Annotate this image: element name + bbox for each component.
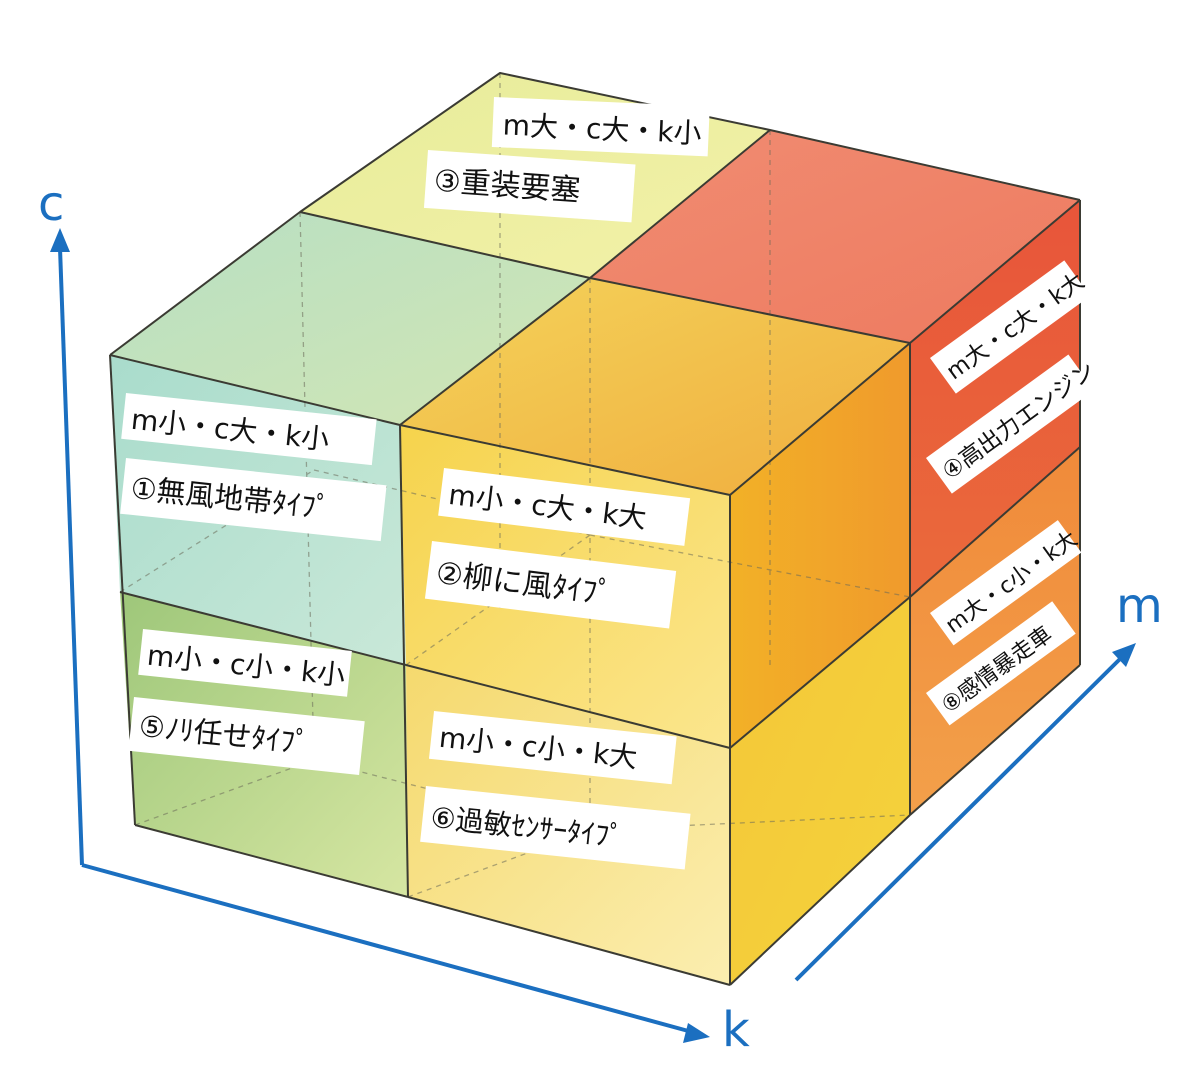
side-face-cell-2 bbox=[730, 343, 910, 748]
k-axis-label: k bbox=[722, 1002, 750, 1058]
c-axis-label: c bbox=[38, 176, 64, 232]
cube-edges bbox=[109, 72, 1081, 986]
top-face-back-right bbox=[590, 130, 1080, 343]
k-axis-line bbox=[81, 863, 693, 1034]
cell-5-label: m小・c小・k小 ⑤ﾉﾘ任せﾀｲﾌﾟ bbox=[128, 629, 365, 775]
side-face-cell-6 bbox=[730, 597, 910, 985]
top-face-front-right bbox=[400, 278, 910, 495]
c-axis-arrow-icon bbox=[50, 228, 70, 252]
m-axis-arrow-icon bbox=[1112, 643, 1136, 667]
m-axis-label: m bbox=[1116, 578, 1163, 634]
axes: c k m bbox=[38, 176, 1163, 1058]
cell-3-label: m大・c大・k小 ③重装要塞 bbox=[423, 97, 710, 223]
m-axis-line bbox=[794, 655, 1124, 982]
c-axis-line bbox=[58, 247, 84, 866]
cell-6-label: m小・c小・k大 ⑥過敏ｾﾝｻｰﾀｲﾌﾟ bbox=[420, 710, 691, 870]
k-axis-arrow-icon bbox=[683, 1023, 710, 1043]
